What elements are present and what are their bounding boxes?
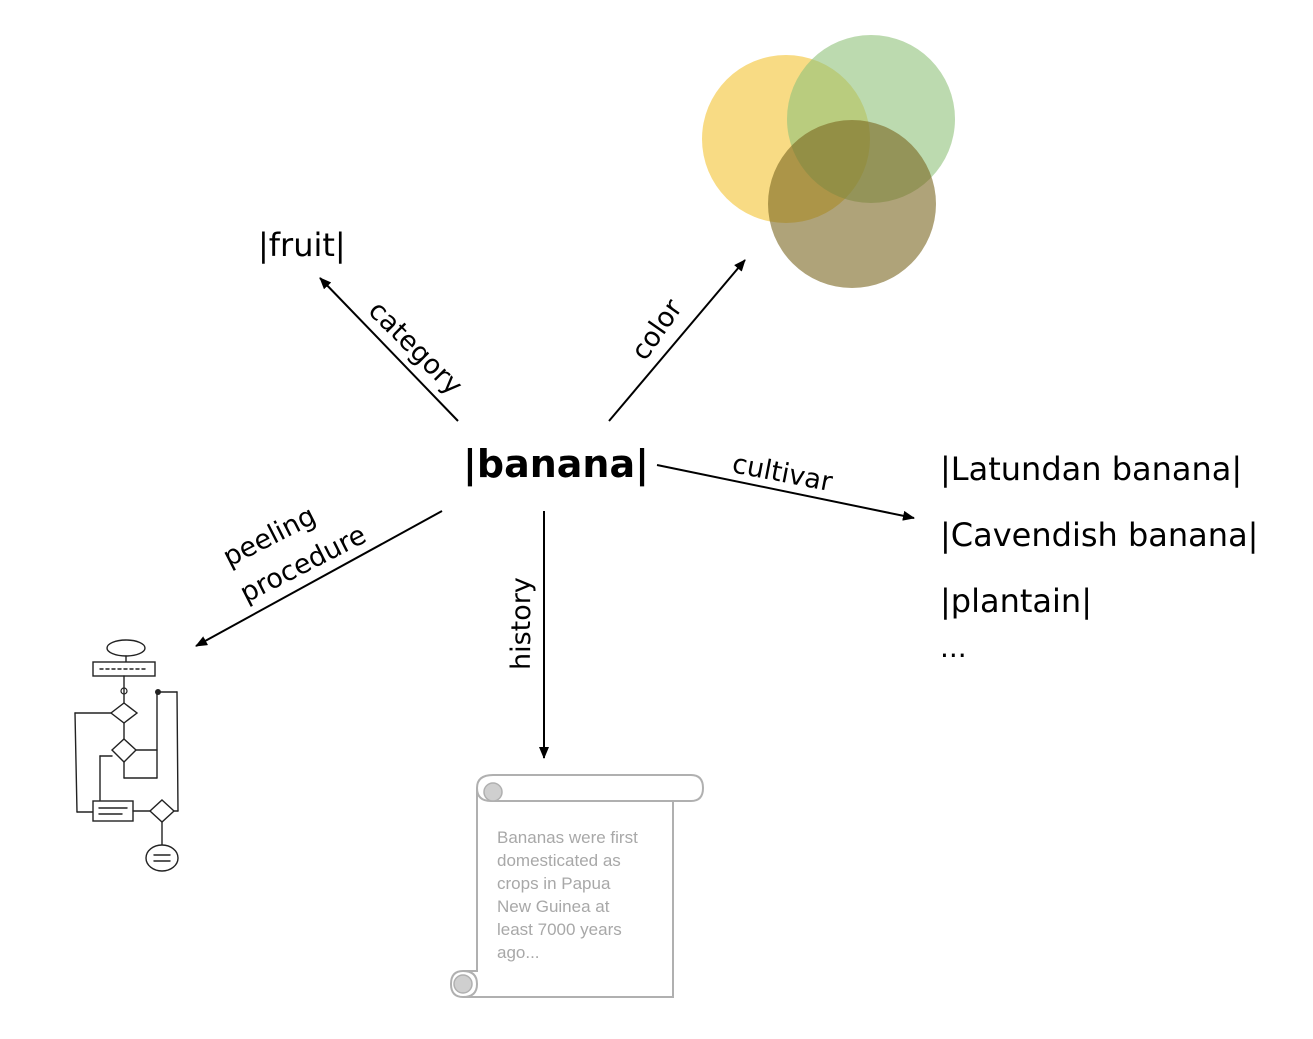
edge-label-history: history — [506, 577, 537, 670]
color-circle-brown — [768, 120, 936, 288]
cultivar-item: ... — [940, 631, 967, 664]
cultivar-arrow — [656, 464, 915, 521]
cultivar-item: |plantain| — [940, 582, 1092, 620]
history-text-line: Bananas were first — [497, 828, 638, 847]
history-text-line: domesticated as — [497, 851, 621, 870]
color-arrow — [608, 259, 746, 422]
edge-label-color: color — [625, 293, 689, 366]
history-text-line: ago... — [497, 943, 540, 962]
flowchart-sketch-icon — [74, 639, 179, 872]
history-text-line: New Guinea at — [497, 897, 610, 916]
category-arrow — [319, 277, 459, 422]
fruit-node-label: |fruit| — [258, 226, 346, 264]
edge-label-category: category — [362, 295, 468, 401]
history-text-line: least 7000 years — [497, 920, 622, 939]
paper-scroll-icon — [449, 774, 705, 998]
overlapping-circles-icon — [702, 35, 955, 288]
center-node-label: |banana| — [463, 442, 649, 487]
history-text-line: crops in Papua — [497, 874, 611, 893]
cultivar-item: |Cavendish banana| — [940, 516, 1258, 554]
cultivar-item: |Latundan banana| — [940, 450, 1242, 488]
peeling-arrow — [195, 510, 443, 647]
